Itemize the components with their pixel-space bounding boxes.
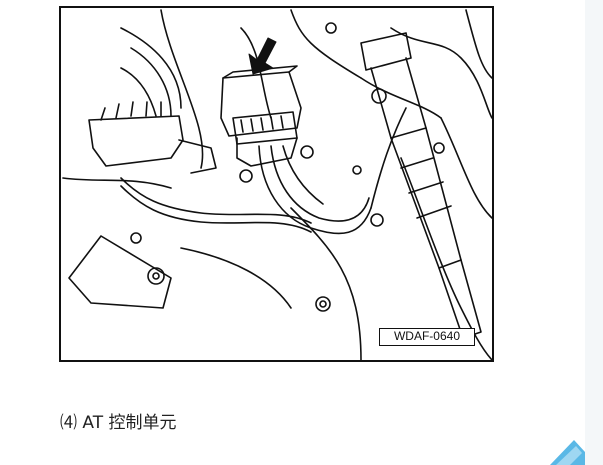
figure-caption: ⑷ AT 控制单元 xyxy=(60,413,177,433)
wire-harness xyxy=(120,27,182,109)
panel-edge xyxy=(360,77,442,119)
wire-harness xyxy=(370,107,407,209)
connector-pins xyxy=(240,115,284,133)
panel-edge xyxy=(440,117,492,219)
wire-harness xyxy=(130,47,172,117)
mounting-nut xyxy=(300,145,314,159)
bolt xyxy=(130,232,142,244)
technical-illustration: WDAF-0640 xyxy=(59,6,494,362)
page-corner-icon xyxy=(550,440,585,465)
wire-harness xyxy=(120,67,157,117)
panel-edge xyxy=(290,207,362,360)
connector-housing xyxy=(88,115,184,167)
column-bolt xyxy=(371,88,387,104)
panel-edge xyxy=(390,27,492,119)
bolt xyxy=(325,22,337,34)
bolt xyxy=(433,142,445,154)
figure-code-label: WDAF-0640 xyxy=(379,328,475,346)
wire-harness xyxy=(282,145,324,205)
connector-clip xyxy=(178,139,217,174)
bracket-plate xyxy=(68,235,172,309)
cable xyxy=(120,185,312,233)
connector-wires xyxy=(100,101,162,121)
steering-column-upper xyxy=(370,57,427,139)
wire-harness xyxy=(258,145,372,235)
bolt xyxy=(147,267,165,285)
steering-column-shaft xyxy=(390,127,462,269)
panel-edge xyxy=(465,9,492,79)
steering-joint xyxy=(360,32,412,71)
arrow-down-right-icon xyxy=(248,37,277,75)
at-control-unit-body xyxy=(220,71,302,137)
bolt-center xyxy=(319,300,327,308)
cable xyxy=(120,177,312,224)
unit-mount xyxy=(236,137,298,167)
panel-edge xyxy=(180,247,292,309)
bolt-center xyxy=(152,272,160,280)
mounting-nut xyxy=(239,169,253,183)
panel-edge xyxy=(400,157,492,360)
panel-edge xyxy=(290,9,362,79)
line-drawing xyxy=(62,9,492,360)
wire-harness xyxy=(270,145,370,222)
bolt xyxy=(315,296,331,312)
panel-edge xyxy=(160,9,204,169)
bolt xyxy=(370,213,384,227)
page-edge-strip xyxy=(585,0,603,465)
column-ribs xyxy=(400,157,452,219)
bolt xyxy=(352,165,362,175)
panel-edge xyxy=(62,177,172,189)
